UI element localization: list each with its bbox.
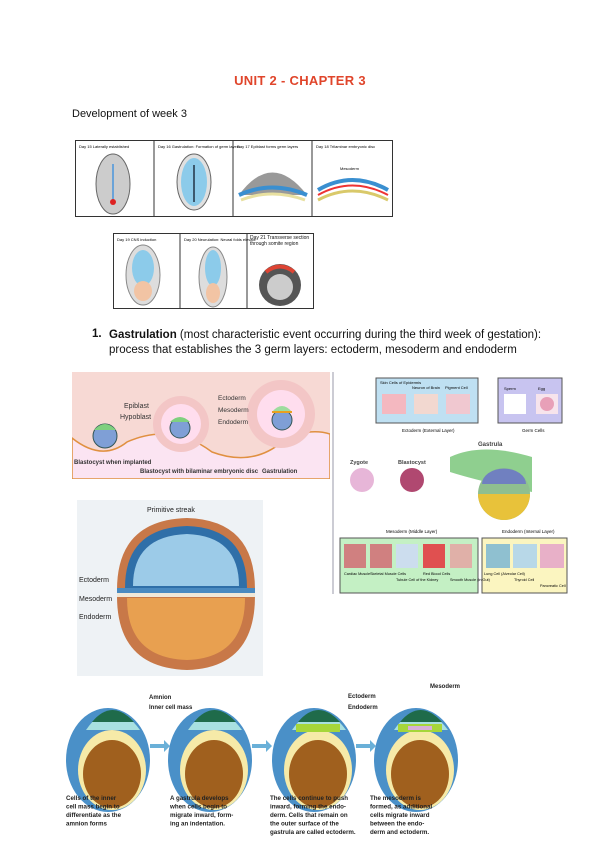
cell-label: Thyroid Cell xyxy=(514,578,534,582)
primitive-streak-figure: Primitive streak Ectoderm Mesoderm Endod… xyxy=(77,500,263,676)
label-endoderm: Endoderm xyxy=(348,705,378,711)
caption-line: Cells of the inner xyxy=(66,795,117,802)
mesoderm-label: Mesoderm (Middle Layer) xyxy=(386,529,438,534)
week3-figure-row1: Day 15 Laterally established Day 16 Gast… xyxy=(75,140,393,217)
label-epiblast: Epiblast xyxy=(124,403,149,410)
label-primitive-streak: Primitive streak xyxy=(147,507,195,514)
germ-layers-figure: Skin Cells of Epidermis Neuron of Brain … xyxy=(332,372,580,599)
caption-line: The cells continue to push xyxy=(270,795,348,802)
cell-label: Sperm xyxy=(504,386,516,391)
gastrula-sequence-figure: Amnion Inner cell mass Ectoderm Endoderm… xyxy=(60,682,472,842)
caption-line: cell mass begin to xyxy=(66,804,120,811)
caption-line: the outer surface of the xyxy=(270,821,339,828)
label-ectoderm: Ectoderm xyxy=(218,395,246,402)
cell-label: Skeletal Muscle Cells xyxy=(370,572,406,576)
implantation-figure: Epiblast Hypoblast Ectoderm Mesoderm End… xyxy=(72,372,330,479)
list-item-gastrulation: Gastrulation (most characteristic event … xyxy=(109,328,579,358)
panel-caption: Day 20 Neurulation: Neural folds elevate xyxy=(184,237,257,242)
cell-label: Tubule Cell of the Kidney xyxy=(396,578,438,582)
cell-label: Neuron of Brain xyxy=(412,385,440,390)
list-number: 1. xyxy=(92,328,102,340)
caption-line: ing an indentation. xyxy=(170,821,225,828)
caption-line: derm. Cells that remain on xyxy=(270,812,348,819)
label-mesoderm: Mesoderm xyxy=(218,407,249,414)
label-ectoderm: Ectoderm xyxy=(348,694,376,700)
panel-caption: Day 15 Laterally established xyxy=(79,144,129,149)
zygote-label: Zygote xyxy=(350,460,368,466)
week3-figure-row2: Day 19 CNS induction Day 20 Neurulation:… xyxy=(113,233,314,309)
caption-line: between the endo- xyxy=(370,821,424,828)
caption-line: differentiate as the xyxy=(66,812,122,819)
cell-label: Cardiac Muscle xyxy=(344,572,370,576)
caption-line: migrate inward, form- xyxy=(170,812,233,819)
label-hypoblast: Hypoblast xyxy=(120,414,151,421)
cell-label: Egg xyxy=(538,386,545,391)
cell-label: Lung Cell (Alveolar Cell) xyxy=(484,572,526,576)
label-mesoderm: Mesoderm xyxy=(340,166,360,171)
caption-line: gastrula are called ectoderm. xyxy=(270,829,356,836)
section-subtitle: Development of week 3 xyxy=(72,108,187,120)
caption-line: formed, as additional xyxy=(370,804,433,811)
panel-caption: Day 19 CNS induction xyxy=(117,237,156,242)
caption-line: A gastrula develops xyxy=(170,795,229,802)
caption-line: cells migrate inward xyxy=(370,812,430,819)
cell-label: Pigment Cell xyxy=(445,385,468,390)
gastrula-label: Gastrula xyxy=(478,442,503,448)
term-gastrulation: Gastrulation xyxy=(109,329,177,341)
ectoderm-label: Ectoderm (External Layer) xyxy=(402,428,455,433)
caption-line: when cells begin to xyxy=(169,804,227,811)
caption-line: inward, forming the endo- xyxy=(270,804,346,811)
label-inner-cell-mass: Inner cell mass xyxy=(149,705,193,711)
caption-line: derm and ectoderm. xyxy=(370,829,429,836)
caption: Blastocyst when implanted xyxy=(74,460,152,466)
page-title: UNIT 2 - CHAPTER 3 xyxy=(234,73,366,88)
panel-caption: Day 17 Epiblast forms germ layers xyxy=(237,144,298,149)
caption: Blastocyst with bilaminar embryonic disc xyxy=(140,469,259,475)
label-amnion: Amnion xyxy=(149,695,172,701)
label-ectoderm: Ectoderm xyxy=(79,577,109,584)
panel-caption: Day 21 Transverse section through somite… xyxy=(250,235,310,247)
cell-label: Skin Cells of Epidermis xyxy=(380,380,421,385)
label-mesoderm: Mesoderm xyxy=(430,684,460,690)
panel-caption: Day 16 Gastrulation: Formation of germ l… xyxy=(158,144,240,149)
caption-line: amnion forms xyxy=(66,821,107,828)
label-endoderm: Endoderm xyxy=(79,614,111,621)
definition-line2: process that establishes the 3 germ laye… xyxy=(109,344,517,356)
panel-caption: Day 18 Trilaminar embryonic disc xyxy=(316,144,375,149)
cell-label: Smooth Muscle (in Gut) xyxy=(450,578,491,582)
blastocyst-label: Blastocyst xyxy=(398,460,426,466)
label-mesoderm: Mesoderm xyxy=(79,596,112,603)
cell-label: Red Blood Cells xyxy=(423,572,450,576)
cell-label: Pancreatic Cell xyxy=(540,584,566,588)
label-endoderm: Endoderm xyxy=(218,419,248,426)
endoderm-label: Endoderm (Internal Layer) xyxy=(502,529,555,534)
germ-cells-label: Germ Cells xyxy=(522,428,545,433)
definition-line1: (most characteristic event occurring dur… xyxy=(176,329,542,341)
caption: Gastrulation xyxy=(262,469,298,475)
caption-line: The mesoderm is xyxy=(370,795,421,802)
